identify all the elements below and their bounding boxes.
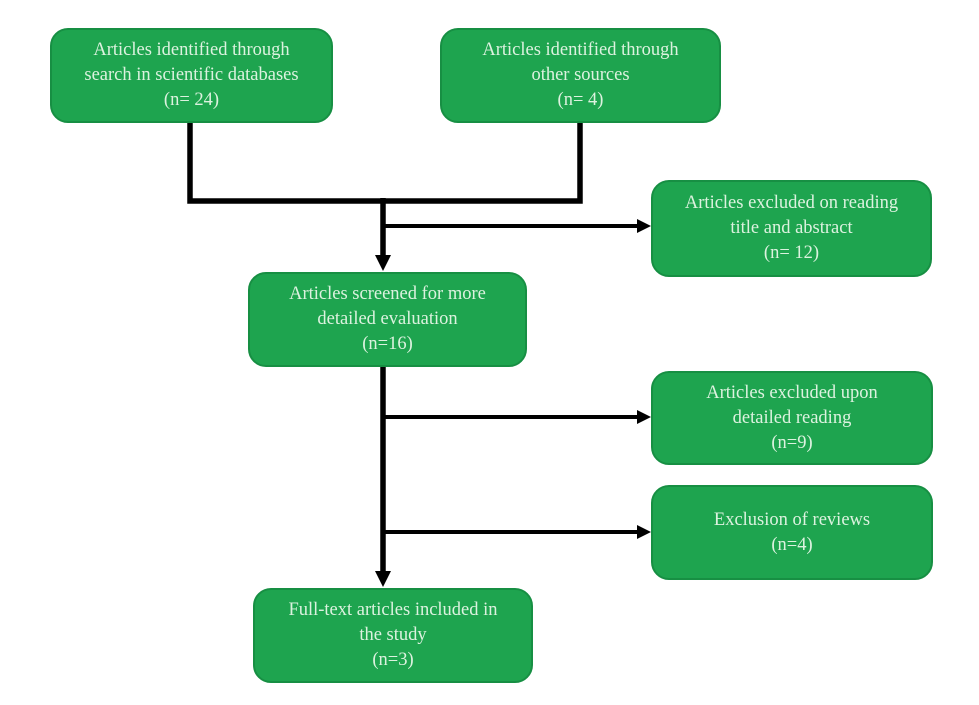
flow-box-screened: Articles screened for more detailed eval… [248,272,527,367]
box-label-line: Full-text articles included in [288,600,498,620]
box-label-line: the study [359,625,427,645]
flow-box-identified-databases: Articles identified through search in sc… [50,28,333,123]
box-count: (n= 4) [557,90,604,110]
flow-box-exclusion-of-reviews: Exclusion of reviews (n=4) [651,485,933,580]
connector-merge-bracket [187,121,583,204]
box-label-line: other sources [531,65,630,85]
arrowhead-right-excluded-reviews-icon [637,525,651,539]
box-label-line: Articles identified through [482,40,679,60]
box-count: (n= 24) [163,90,220,110]
arrowhead-down-screened-icon [375,255,391,271]
flow-box-identified-other-sources: Articles identified through other source… [440,28,721,123]
arrowhead-down-fulltext-icon [375,571,391,587]
flow-box-excluded-title-abstract: Articles excluded on reading title and a… [651,180,932,277]
box-label-line: Articles excluded upon [706,382,878,403]
box-label-line: Articles identified through [93,40,290,60]
flow-box-excluded-detailed-reading: Articles excluded upon detailed reading … [651,371,933,465]
box-count: (n=4) [771,534,813,555]
box-label-line: detailed reading [732,407,852,428]
box-label-line: Articles screened for more [289,284,486,304]
box-label-line: Articles excluded on reading [684,193,899,213]
box-count: (n=16) [362,334,413,354]
arrowhead-right-excluded-title-icon [637,219,651,233]
box-count: (n=9) [771,432,813,453]
flow-box-fulltext-included: Full-text articles included in the study… [253,588,533,683]
box-count: (n= 12) [763,243,820,263]
box-label-line: Exclusion of reviews [713,509,871,530]
box-label-line: search in scientific databases [84,65,299,85]
box-count: (n=3) [372,650,414,670]
box-label-line: title and abstract [730,218,853,238]
arrowhead-right-excluded-detailed-icon [637,410,651,424]
box-label-line: detailed evaluation [317,309,458,329]
